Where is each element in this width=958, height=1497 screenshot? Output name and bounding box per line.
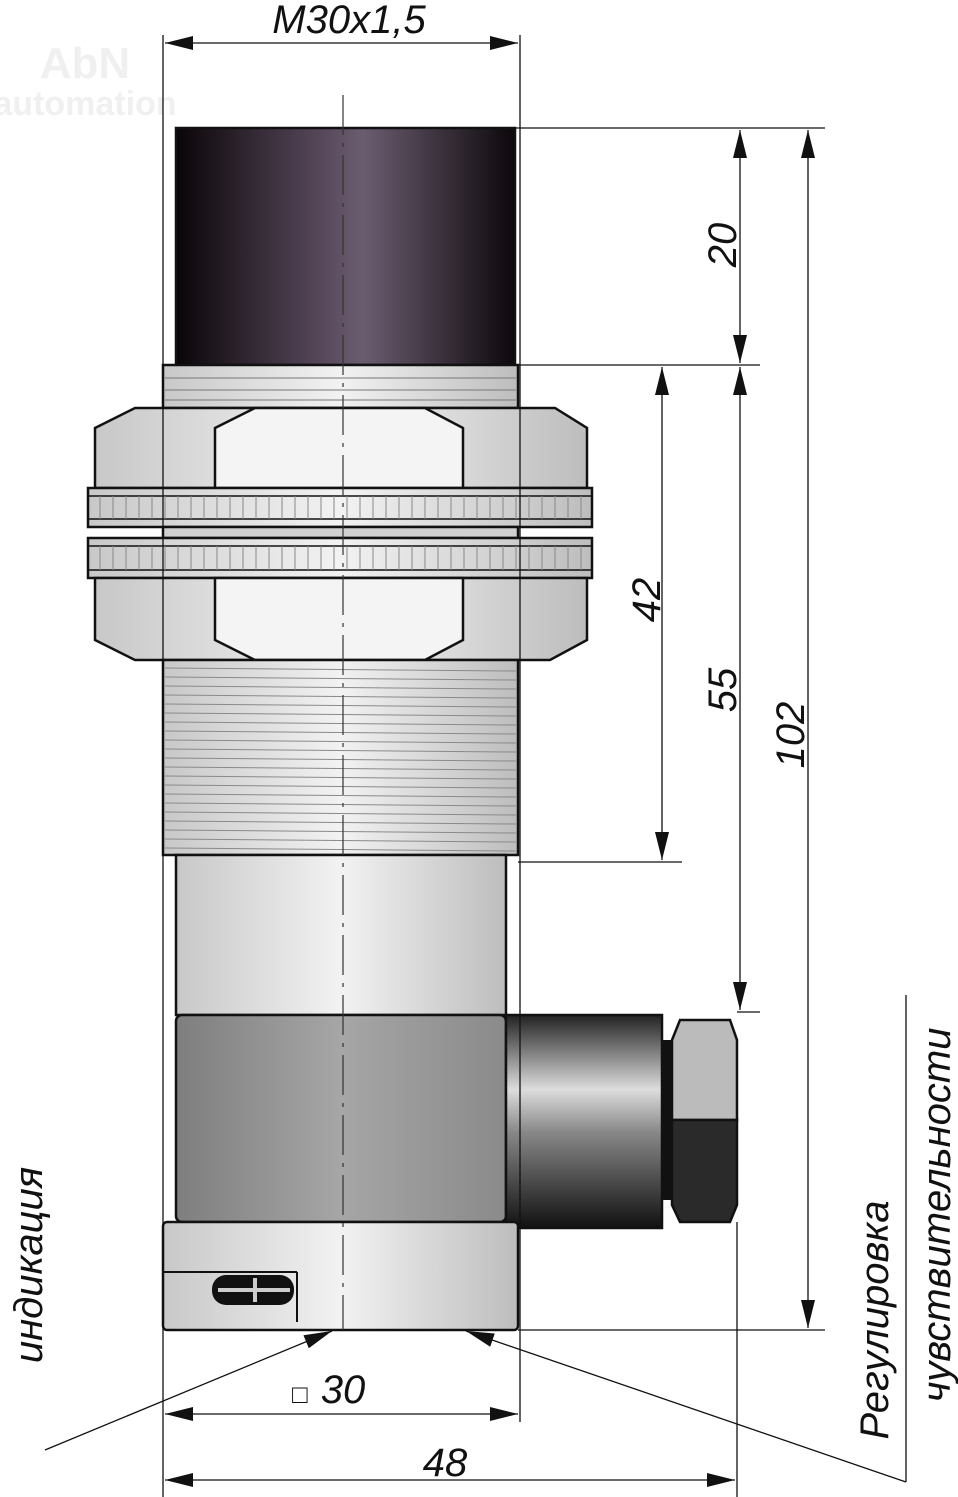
thread-line [164, 811, 517, 816]
thread-line [164, 775, 517, 780]
thread-line [164, 838, 517, 843]
thread-line [164, 757, 517, 762]
washer-upper [86, 486, 594, 529]
upper-nut [93, 406, 589, 490]
dimension-lines [44, 35, 907, 1497]
sensing-cap [174, 126, 517, 367]
thread-line [164, 694, 517, 699]
total-width-label: 48 [423, 1441, 468, 1485]
sensor-body [86, 95, 739, 1332]
thread-line [164, 748, 517, 753]
thread-line [164, 685, 517, 690]
thread-line [164, 829, 517, 834]
thread-line [164, 730, 517, 735]
adjust-label-line2: чувствительности [915, 1028, 958, 1403]
bottom-cap [161, 1220, 520, 1332]
thread-line [164, 847, 517, 852]
thread-line [164, 703, 517, 708]
adjust-label-line1: Регулировка [853, 1200, 897, 1439]
thread-line [164, 784, 517, 789]
threaded-body [161, 658, 520, 857]
square-size-label: 30 [321, 1368, 366, 1412]
thread-line [164, 793, 517, 798]
watermark-brand: AbN [40, 39, 130, 88]
thread-collar [161, 363, 520, 410]
thread-line [164, 712, 517, 717]
thread-line [164, 802, 517, 807]
thread-line [164, 766, 517, 771]
dimension-labels: M30x1,5 20 42 55 102 □ 30 48 индикация Р… [7, 0, 958, 1485]
housing [174, 1013, 508, 1224]
total-length-label: 102 [769, 702, 813, 769]
thread-dimension-label: M30x1,5 [272, 0, 426, 42]
lower-nut [93, 576, 589, 662]
body-length-label: 55 [701, 667, 745, 712]
indication-label: индикация [7, 1167, 51, 1363]
thread-line [164, 721, 517, 726]
thread-length-label: 42 [625, 578, 669, 623]
thread-line [164, 820, 517, 825]
body-cylinder [174, 853, 508, 1017]
connector-nut [670, 1018, 739, 1224]
thread-line [164, 739, 517, 744]
square-symbol: □ [292, 1379, 308, 1409]
watermark: AbN automation [0, 39, 177, 123]
thread-line [164, 676, 517, 681]
thread-line [164, 667, 517, 672]
cap-length-label: 20 [701, 223, 745, 269]
watermark-sub: automation [0, 85, 177, 123]
connector [504, 1013, 664, 1230]
indicator-led [212, 1275, 294, 1305]
